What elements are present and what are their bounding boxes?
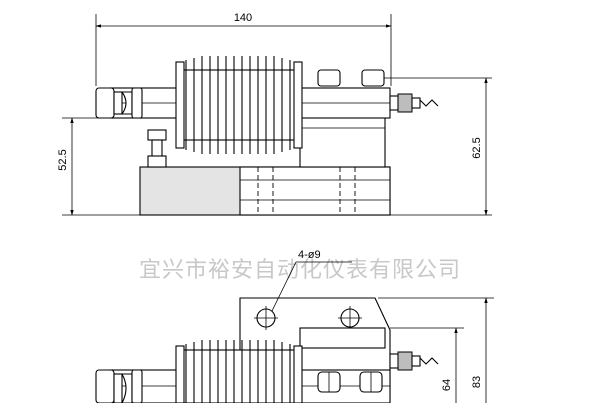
top-nut-2 xyxy=(361,69,385,87)
bottom-view: 4-ø9 xyxy=(95,249,494,403)
bolt-shank xyxy=(151,139,163,159)
inner-height-dim-label: 64 xyxy=(441,379,453,391)
bellows-bottom xyxy=(175,340,303,403)
outer-height-dim-label: 83 xyxy=(471,376,483,388)
top-nut-1 xyxy=(317,69,341,87)
base-block-right xyxy=(239,166,391,216)
width-dim-label: 140 xyxy=(234,12,252,24)
hole-callout-label: 4-ø9 xyxy=(298,249,321,261)
bolt-head xyxy=(147,129,167,141)
right-height-dim-label: 62.5 xyxy=(471,137,483,158)
cable-gland-bottom xyxy=(389,351,439,371)
top-view: 140 52.5 62.5 xyxy=(57,12,492,216)
bolt-nut xyxy=(147,155,167,168)
left-height-dim-label: 52.5 xyxy=(57,149,69,170)
rod-end-left-bottom xyxy=(95,369,143,403)
rod-end-left xyxy=(95,87,143,119)
bellows xyxy=(175,56,303,154)
cable-gland xyxy=(389,93,439,113)
support-bracket xyxy=(299,114,386,168)
